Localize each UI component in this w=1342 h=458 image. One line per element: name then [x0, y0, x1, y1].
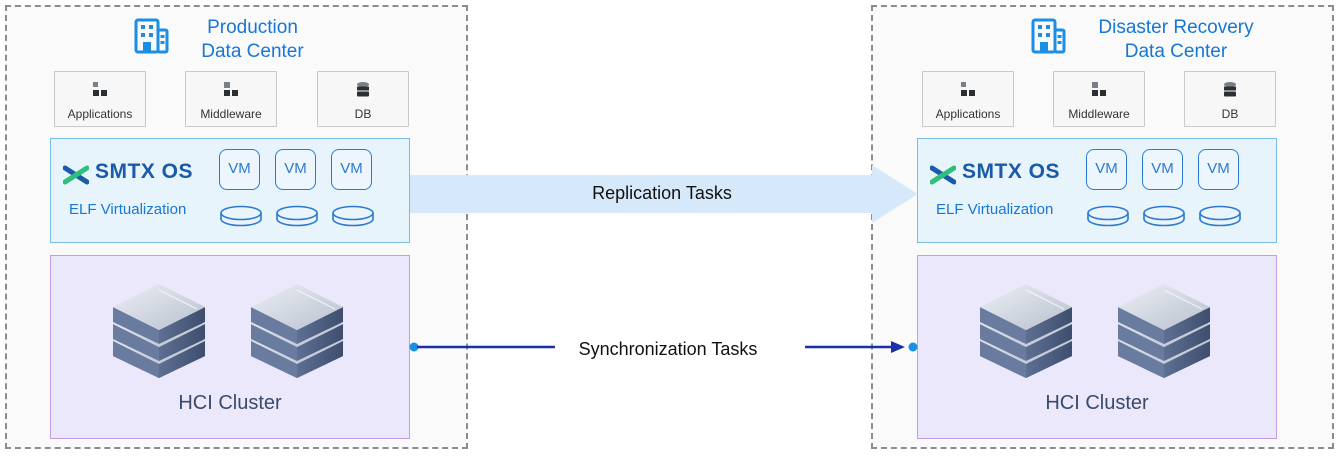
disk-icon	[219, 205, 263, 227]
server-stack-icon	[978, 278, 1074, 378]
building-icon	[1028, 16, 1068, 56]
database-icon	[354, 81, 372, 99]
applications-icon	[91, 81, 109, 99]
production-title: Production Data Center	[201, 17, 304, 62]
smtx-os-label: SMTX OS	[95, 160, 194, 183]
middleware-icon	[222, 81, 240, 99]
disk-icon	[1086, 205, 1130, 227]
app-box-db: DB	[1184, 71, 1276, 127]
replication-tasks-label: Replication Tasks	[592, 183, 732, 203]
elf-virtualization-label: ELF Virtualization	[936, 201, 1054, 218]
disk-icon	[1142, 205, 1186, 227]
app-box-db: DB	[317, 71, 409, 127]
vm-badge: VM	[1198, 149, 1239, 190]
server-stack-icon	[111, 278, 207, 378]
app-box-applications: Applications	[54, 71, 146, 127]
app-box-label: DB	[1221, 107, 1239, 121]
app-box-applications: Applications	[922, 71, 1014, 127]
smtx-logo-icon	[930, 165, 956, 185]
database-icon	[1221, 81, 1239, 99]
vm-badge: VM	[1086, 149, 1127, 190]
hci-cluster-panel: HCI Cluster	[917, 255, 1277, 439]
smtx-os-panel: SMTX OS ELF Virtualization VM VM VM	[50, 138, 410, 243]
server-stack-icon	[249, 278, 345, 378]
app-box-label: Applications	[935, 107, 1001, 121]
vm-badge: VM	[331, 149, 372, 190]
vm-badge: VM	[275, 149, 316, 190]
smtx-os-label: SMTX OS	[962, 160, 1061, 183]
disk-icon	[1198, 205, 1242, 227]
vm-badge: VM	[1142, 149, 1183, 190]
replication-arrow	[410, 165, 918, 223]
app-box-middleware: Middleware	[1053, 71, 1145, 127]
app-box-label: Middleware	[200, 107, 262, 121]
hci-cluster-panel: HCI Cluster	[50, 255, 410, 439]
disk-icon	[331, 205, 375, 227]
server-stack-icon	[1116, 278, 1212, 378]
disk-icon	[275, 205, 319, 227]
synchronization-tasks-label: Synchronization Tasks	[578, 339, 758, 359]
hci-cluster-label: HCI Cluster	[178, 392, 282, 414]
app-box-label: Middleware	[1068, 107, 1130, 121]
building-icon	[131, 16, 171, 56]
hci-cluster-label: HCI Cluster	[1045, 392, 1149, 414]
synchronization-arrow	[409, 341, 918, 353]
app-box-middleware: Middleware	[185, 71, 277, 127]
elf-virtualization-label: ELF Virtualization	[69, 201, 187, 218]
smtx-os-panel: SMTX OS ELF Virtualization VM VM VM	[917, 138, 1277, 243]
applications-icon	[959, 81, 977, 99]
smtx-logo-icon	[63, 165, 89, 185]
app-box-label: Applications	[67, 107, 133, 121]
recovery-title: Disaster Recovery Data Center	[1098, 17, 1254, 62]
middleware-icon	[1090, 81, 1108, 99]
app-box-label: DB	[354, 107, 372, 121]
vm-badge: VM	[219, 149, 260, 190]
